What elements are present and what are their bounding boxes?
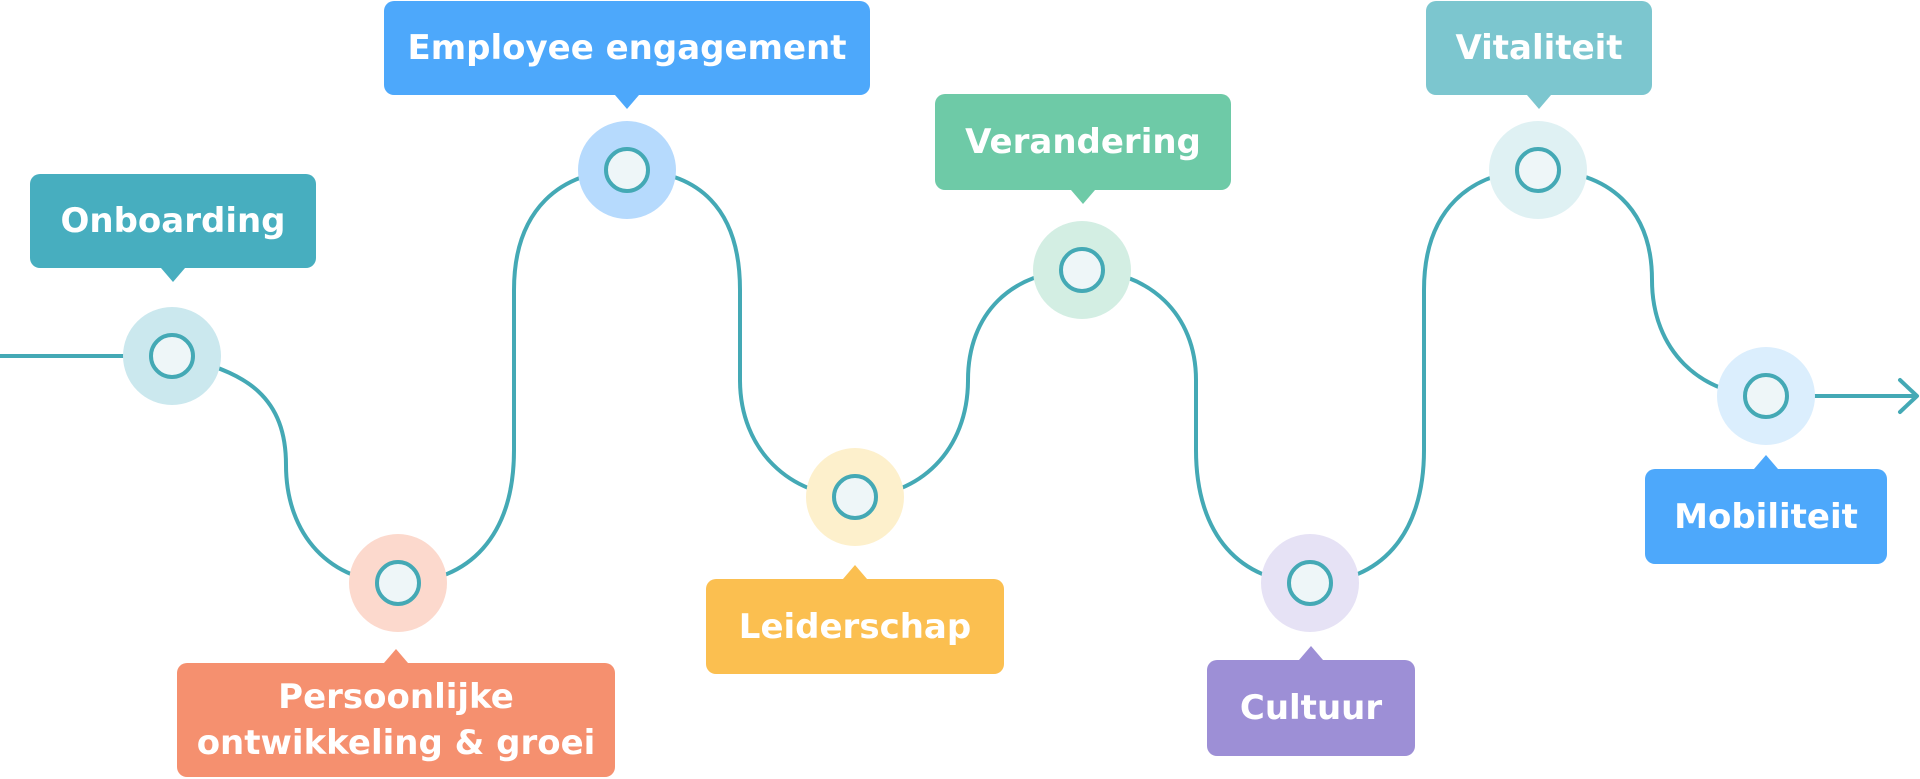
node-persoonlijke-ontwikkeling	[375, 560, 421, 606]
node-verandering	[1059, 247, 1105, 293]
node-employee-engagement	[604, 147, 650, 193]
label-cultuur: Cultuur	[1207, 646, 1415, 756]
label-vitaliteit-text: Vitaliteit	[1455, 28, 1623, 68]
label-onboarding: Onboarding	[30, 174, 316, 282]
label-verandering: Verandering	[935, 94, 1231, 204]
journey-path	[0, 168, 1917, 585]
node-mobiliteit	[1743, 373, 1789, 419]
label-onboarding-text: Onboarding	[60, 201, 286, 241]
label-employee-engagement: Employee engagement	[384, 1, 870, 109]
label-verandering-text: Verandering	[965, 122, 1201, 162]
node-cultuur	[1287, 560, 1333, 606]
label-persoonlijke-ontwikkeling: Persoonlijke ontwikkeling & groei	[177, 649, 615, 777]
node-vitaliteit	[1515, 147, 1561, 193]
node-onboarding	[149, 333, 195, 379]
label-leiderschap: Leiderschap	[706, 565, 1004, 674]
arrow-head	[1898, 378, 1919, 414]
label-employee-engagement-text: Employee engagement	[407, 28, 847, 68]
label-persoonlijke-line1: Persoonlijke	[278, 677, 514, 717]
label-cultuur-text: Cultuur	[1239, 688, 1383, 728]
label-persoonlijke-line2: ontwikkeling & groei	[196, 723, 596, 763]
label-vitaliteit: Vitaliteit	[1426, 1, 1652, 109]
label-mobiliteit-text: Mobiliteit	[1674, 496, 1858, 537]
label-leiderschap-text: Leiderschap	[738, 606, 972, 647]
label-mobiliteit: Mobiliteit	[1645, 455, 1887, 564]
node-leiderschap	[832, 474, 878, 520]
